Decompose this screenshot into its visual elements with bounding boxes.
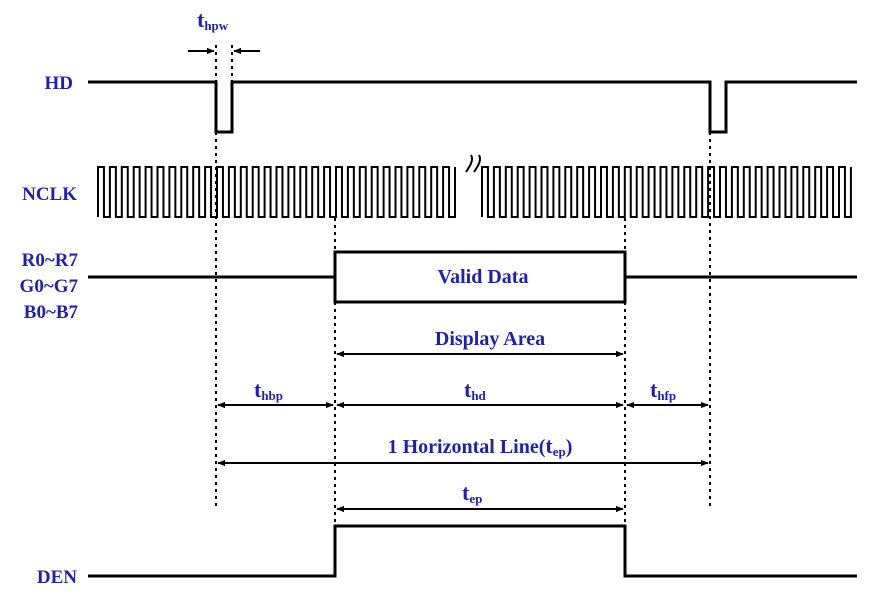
signal-label-g: G0~G7 <box>20 276 79 297</box>
nclk-waveform-left <box>97 166 456 218</box>
nclk-waveform <box>97 154 852 218</box>
display-area-label: Display Area <box>435 328 545 350</box>
signal-label-hd: HD <box>45 73 74 94</box>
den-waveform <box>88 524 857 578</box>
valid-data-label: Valid Data <box>438 266 529 288</box>
thpw-label: thpw <box>197 7 229 33</box>
signal-label-nclk: NCLK <box>22 184 77 205</box>
signal-label-den: DEN <box>37 567 77 588</box>
clock-break-mark <box>465 154 482 173</box>
thfp-label: thfp <box>650 377 676 403</box>
horizontal-line-label: 1 Horizontal Line(tep) <box>388 433 573 459</box>
thd-label: thd <box>464 377 487 403</box>
hd-waveform <box>88 80 857 134</box>
tep-label: tep <box>462 480 482 506</box>
thbp-label: thbp <box>254 377 283 403</box>
nclk-waveform-right <box>481 166 852 218</box>
signal-label-r: R0~R7 <box>22 250 79 271</box>
signal-label-b: B0~B7 <box>24 302 79 323</box>
